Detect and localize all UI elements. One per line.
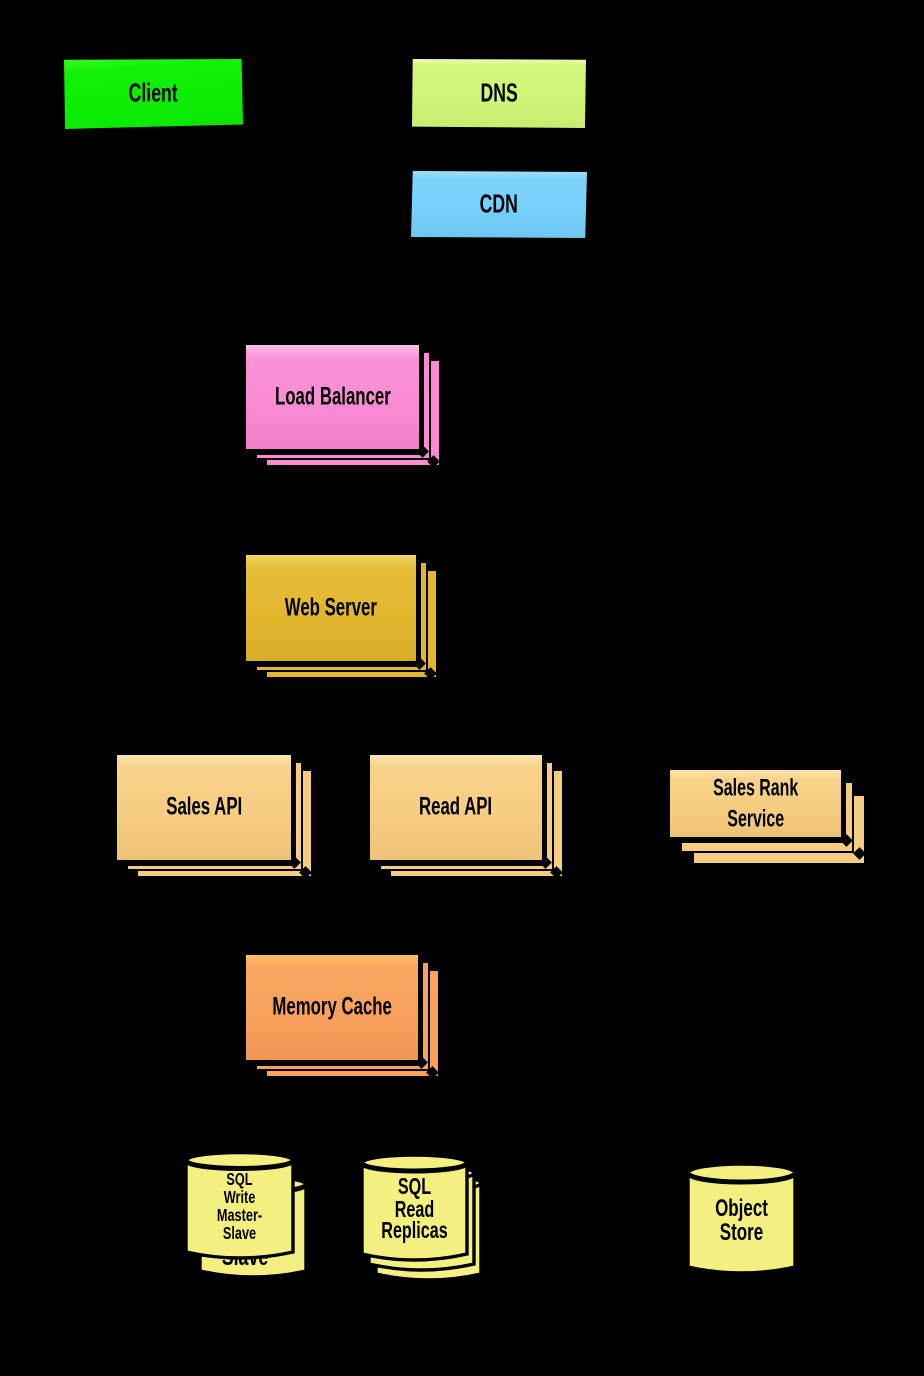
svg-text:Read: Read [395, 1197, 434, 1222]
svg-text:Store: Store [720, 1219, 763, 1246]
svg-text:SQL: SQL [398, 1174, 431, 1199]
svg-text:Slave: Slave [223, 1224, 257, 1244]
svg-text:Write: Write [224, 1188, 256, 1208]
svg-text:SQL: SQL [226, 1170, 253, 1190]
svg-text:Object: Object [715, 1195, 768, 1222]
svg-text:Replicas: Replicas [381, 1218, 447, 1243]
svg-text:Master-: Master- [217, 1206, 262, 1226]
